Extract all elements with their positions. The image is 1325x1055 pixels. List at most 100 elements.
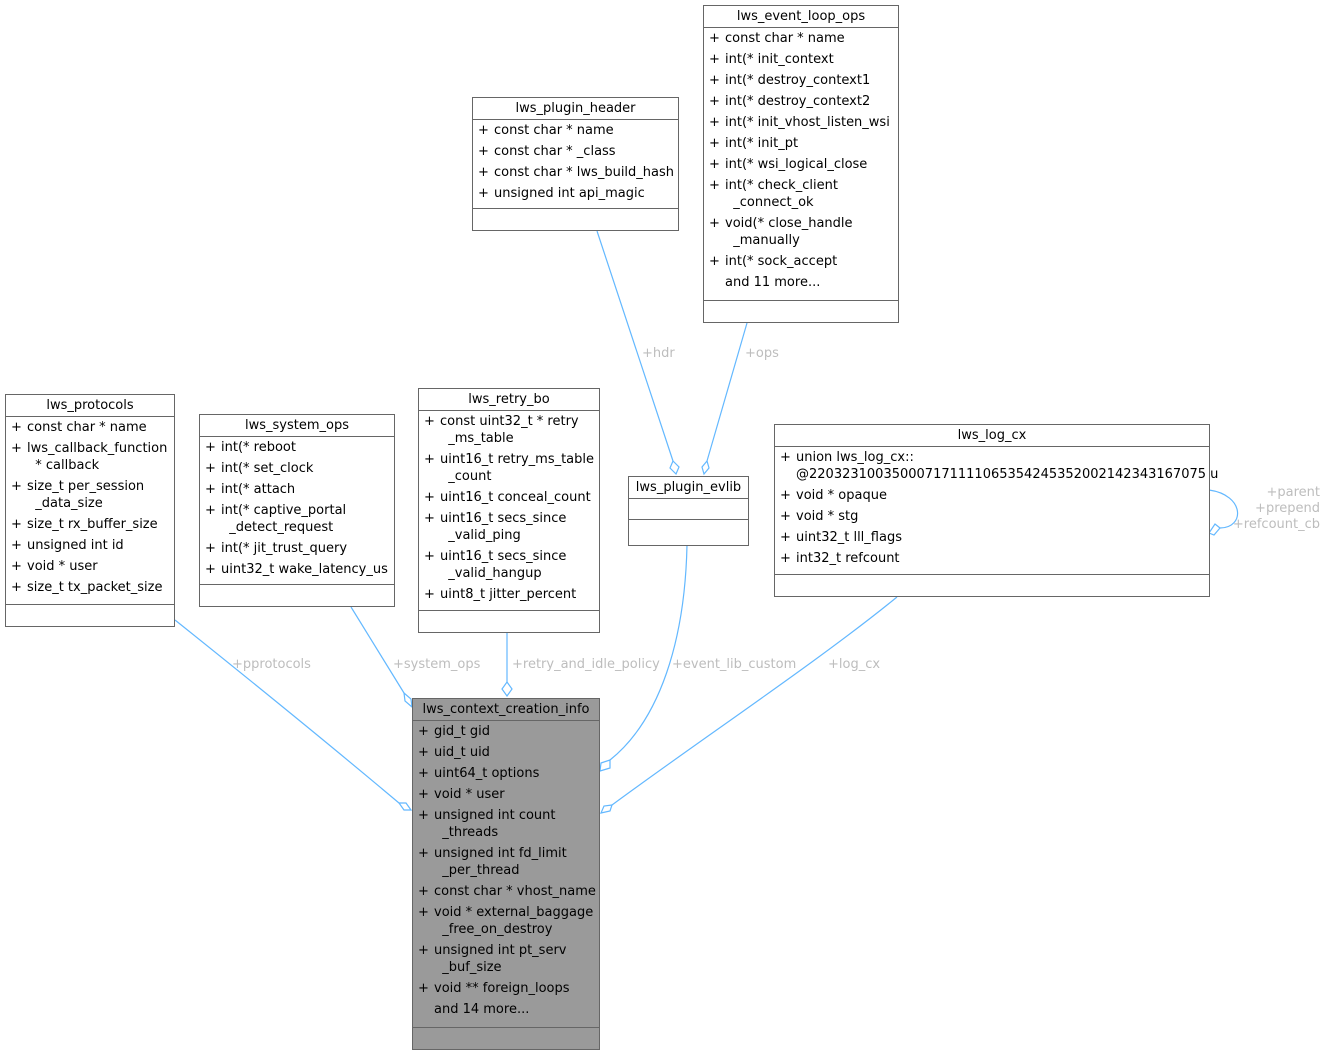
visibility-marker: + [418,724,429,739]
attribute-text: int(* wsi_logical_close [725,157,868,172]
attribute-text: uint16_t secs_since _valid_ping [440,511,567,543]
method-list [704,300,898,322]
attribute-text: unsigned int api_magic [494,186,645,201]
class-event-loop-ops[interactable]: lws_event_loop_ops +const char * name+in… [703,5,899,323]
attribute-text: int32_t refcount [796,551,900,566]
attribute-row: +int(* destroy_context1 [704,72,898,89]
visibility-marker: + [424,511,435,526]
attribute-text: const uint32_t * retry _ms_table [440,414,579,446]
attribute-text: uint8_t jitter_percent [440,587,577,602]
attribute-text: void ** foreign_loops [434,981,570,996]
visibility-marker: + [205,440,216,455]
attribute-text: int(* attach [221,482,296,497]
edge-label-self-loop: +parent +prepend +refcount_cb [1232,485,1320,532]
class-system-ops[interactable]: lws_system_ops +int(* reboot+int(* set_c… [199,414,395,607]
visibility-marker: + [424,587,435,602]
visibility-marker: + [11,479,22,494]
attribute-text: void * user [434,787,505,802]
attribute-text: int(* init_vhost_listen_wsi [725,115,890,130]
attribute-text: uint16_t retry_ms_table _count [440,452,595,484]
visibility-marker: + [418,981,429,996]
class-title: lws_log_cx [775,425,1209,447]
attribute-text: const char * name [494,123,614,138]
edge-self-loop [1208,489,1238,529]
attribute-row: +int(* wsi_logical_close [704,156,898,173]
edge-log-cx [611,596,898,806]
attribute-text: union lws_log_cx:: @22032310035000717111… [796,450,1219,482]
visibility-marker: + [11,420,22,435]
attribute-text: uint16_t secs_since _valid_hangup [440,549,567,581]
visibility-marker: + [11,538,22,553]
attribute-list [629,499,748,520]
attribute-row: +uint16_t conceal_count [419,489,599,506]
class-plugin-header[interactable]: lws_plugin_header +const char * name +con… [472,97,679,231]
edge-ops [706,322,748,462]
method-list [6,604,174,626]
attribute-row: +uint32_t lll_flags [775,529,1209,546]
class-title: lws_context_creation_info [413,699,599,721]
edge-label-pprotocols: +pprotocols [232,657,311,672]
attribute-row: and 14 more... [413,1001,599,1018]
visibility-marker: + [205,541,216,556]
edge-label-event-lib-custom: +event_lib_custom [672,657,797,672]
attribute-row: + uint16_t retry_ms_table _count [419,451,599,485]
class-log-cx[interactable]: lws_log_cx + union lws_log_cx:: @22032310… [774,424,1218,597]
class-title: lws_plugin_header [473,98,678,120]
attribute-row: +int(* init_pt [704,135,898,152]
attribute-row: +unsigned int fd_limit _per_thread [413,845,599,879]
visibility-marker: + [780,488,791,503]
attribute-row: + unsigned int id [6,537,174,554]
attribute-row: +uint32_t wake_latency_us [200,561,394,578]
visibility-marker: + [780,509,791,524]
attribute-text: int(* destroy_context2 [725,94,871,109]
attribute-row: + void * stg [775,508,1209,525]
visibility-marker: + [709,115,720,130]
attribute-row: +const char * _class [473,143,678,160]
attribute-text: int(* sock_accept [725,254,838,269]
class-context-creation-info[interactable]: lws_context_creation_info +gid_t gid+uid… [412,698,600,1050]
attribute-text: void * stg [796,509,859,524]
attribute-list: + union lws_log_cx:: @2203231003500071711… [775,447,1218,574]
visibility-marker: + [424,452,435,467]
attribute-row: +int(* jit_trust_query [200,540,394,557]
attribute-text: int(* set_clock [221,461,314,476]
visibility-marker: + [205,461,216,476]
attribute-text: unsigned int id [27,538,124,553]
visibility-marker: + [11,559,22,574]
diamond-retry-and-idle-policy [501,680,513,698]
visibility-marker: + [709,31,720,46]
attribute-text: int(* captive_portal _detect_request [221,503,347,535]
attribute-text: unsigned int fd_limit _per_thread [434,846,567,878]
attribute-row: +uint64_t options [413,765,599,782]
attribute-text: size_t tx_packet_size [27,580,163,595]
attribute-text: void * opaque [796,488,887,503]
visibility-marker: + [709,136,720,151]
diamond-ops [701,459,710,476]
attribute-text: int(* check_client _connect_ok [725,178,838,210]
attribute-row: +unsigned int api_magic [473,185,678,202]
visibility-marker: + [418,745,429,760]
visibility-marker: + [424,414,435,429]
attribute-row: +const char * name [473,122,678,139]
attribute-row: +int(* captive_portal _detect_request [200,502,394,536]
class-protocols[interactable]: lws_protocols +const char * name+lws_cal… [5,394,175,627]
attribute-row: + const char * name [704,30,898,47]
attribute-text: const char * name [725,31,845,46]
attribute-row: + uint8_t jitter_percent [419,586,599,603]
visibility-marker: + [418,808,429,823]
attribute-row: +int(* check_client _connect_ok [704,177,898,211]
class-retry-bo[interactable]: lws_retry_bo +const uint32_t * retry _ms… [418,388,600,633]
diamond-hdr [669,459,680,476]
attribute-row: + const uint32_t * retry _ms_table [419,413,599,447]
edge-system-ops [350,606,405,694]
attribute-row: + int(* init_vhost_listen_wsi [704,114,898,131]
attribute-list: +const char * name+const char * _class+c… [473,120,678,209]
attribute-row: +int32_t refcount [775,550,1209,567]
class-plugin-evlib[interactable]: lws_plugin_evlib [628,476,749,546]
method-list [419,610,599,632]
attribute-text: and 14 more... [434,1002,530,1017]
attribute-row: +const char * vhost_name [413,883,599,900]
visibility-marker: + [709,94,720,109]
method-list [629,520,748,542]
attribute-text: const char * vhost_name [434,884,596,899]
